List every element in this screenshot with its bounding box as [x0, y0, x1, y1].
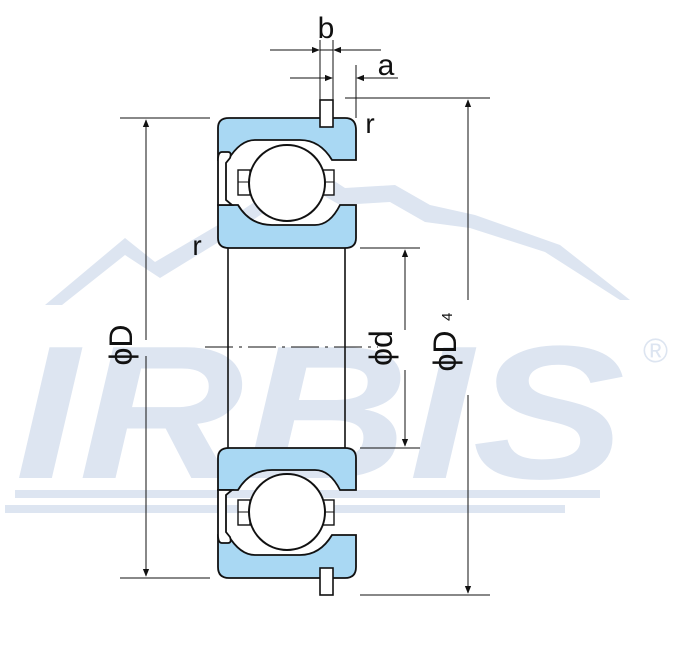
ball-bottom: [248, 473, 326, 551]
label-r-left: r: [192, 230, 201, 261]
label-b: b: [318, 12, 335, 45]
inner-ring-top: [217, 204, 357, 249]
shield-top: [217, 151, 235, 206]
label-D4-subscript: 4: [439, 313, 456, 321]
dimension-b: [270, 40, 381, 100]
outer-ring-top: [217, 117, 357, 161]
dimension-D4: [345, 97, 490, 596]
shield-bottom: [217, 489, 235, 544]
watermark-text: IRBIS: [15, 307, 625, 519]
label-D4: ϕD: [427, 330, 463, 371]
upper-section: [217, 99, 357, 249]
bore-lines: [227, 248, 346, 448]
dimension-D: [120, 117, 210, 579]
snap-ring-bottom: [319, 567, 334, 596]
label-d: ϕd: [363, 330, 399, 366]
label-a: a: [378, 49, 395, 82]
label-r-top: r: [365, 108, 374, 139]
watermark-registered-mark: ®: [643, 332, 668, 370]
snap-ring-top: [319, 99, 334, 128]
ball-top: [248, 144, 326, 222]
dimension-a: [290, 65, 398, 118]
dimension-d: [360, 247, 420, 449]
watermark-mountains: [45, 165, 630, 305]
inner-ring-bottom: [217, 447, 357, 491]
lower-section: [217, 447, 357, 596]
label-D: ϕD: [103, 324, 139, 365]
